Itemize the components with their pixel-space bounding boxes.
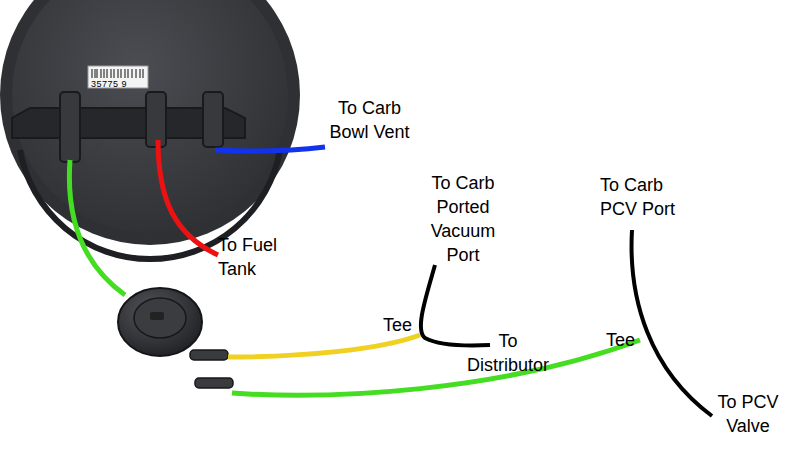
ported-vacuum-hose xyxy=(228,335,420,357)
tank-hose xyxy=(158,140,218,255)
pcv-hose xyxy=(632,230,712,416)
hose-destination: To Carb Ported Vacuum Port xyxy=(418,171,508,267)
canister-cap xyxy=(0,0,300,259)
hose-destination: To Carb Bowl Vent xyxy=(322,96,417,144)
distributor-hose xyxy=(421,265,490,345)
purge-valve xyxy=(118,288,233,388)
hose-destination: To Distributor xyxy=(458,329,558,377)
pcv-purge-hose xyxy=(232,340,640,395)
hose-destination: To PCV Valve xyxy=(708,390,788,438)
part-number: 35775 9 xyxy=(91,79,151,89)
fitting-label: Tee xyxy=(606,328,646,352)
purge-hose xyxy=(69,160,125,295)
fitting-label: Tee xyxy=(383,313,423,337)
bowl-vent-hose xyxy=(215,147,325,151)
hose-destination: To Fuel Tank xyxy=(218,233,293,281)
hose-destination: To Carb PCV Port xyxy=(600,173,688,221)
